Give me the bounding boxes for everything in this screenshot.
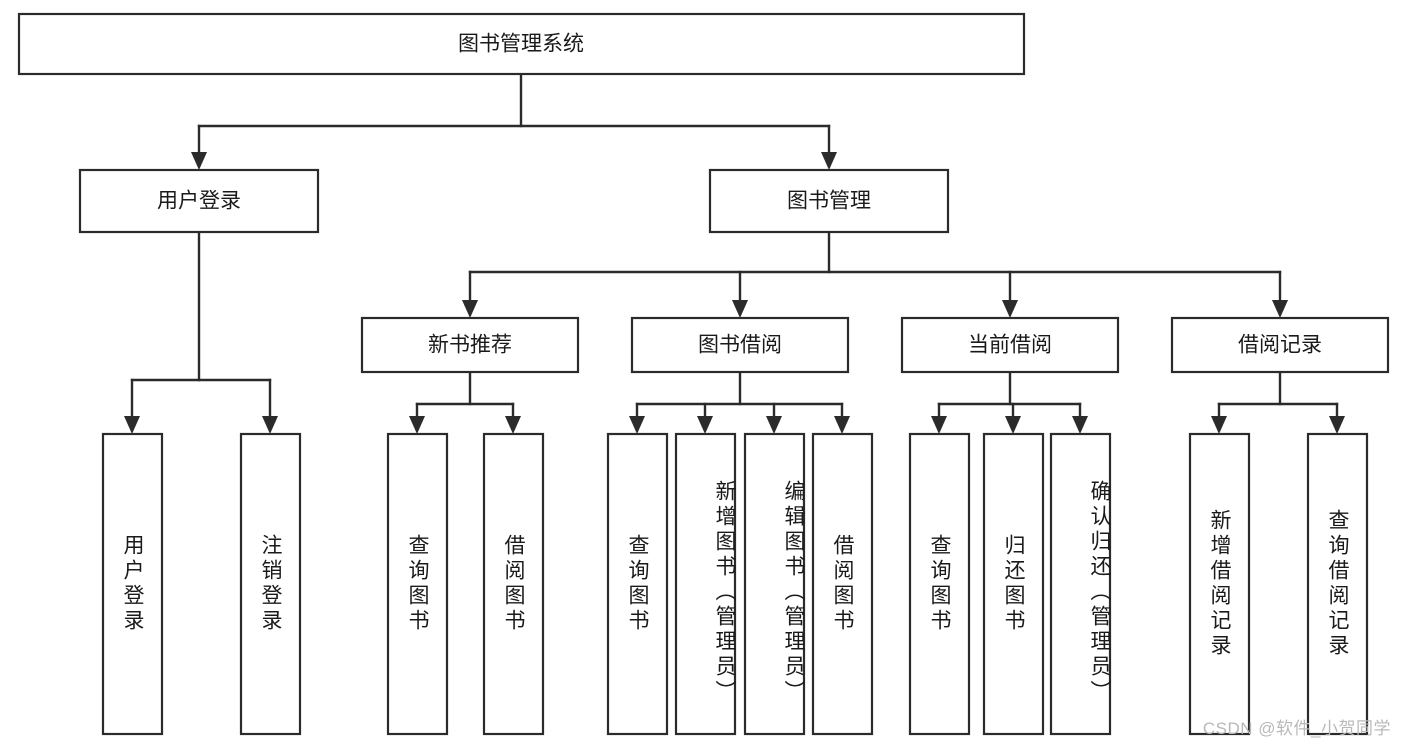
- arrow-head-borrow-records: [1272, 300, 1288, 318]
- leaf-box-group: [101, 432, 1369, 736]
- node-leaf-query-book-borrow-box[interactable]: [606, 432, 669, 736]
- node-book-management-label: 图书管理: [787, 190, 871, 213]
- node-new-book-recommend[interactable]: 新书推荐: [360, 316, 580, 374]
- node-leaf-user-logout-box[interactable]: [239, 432, 302, 736]
- node-leaf-borrow-book-box[interactable]: [811, 432, 874, 736]
- node-book-borrow-box[interactable]: [630, 316, 850, 374]
- arrow-head-new-book-recommend: [462, 300, 478, 318]
- arrow-head-leaf-return-book: [1005, 416, 1021, 434]
- node-leaf-user-login-box[interactable]: [101, 432, 164, 736]
- node-leaf-borrow-book-rec-box[interactable]: [482, 432, 545, 736]
- node-leaf-return-book-box[interactable]: [982, 432, 1045, 736]
- arrow-head-leaf-user-logout: [262, 416, 278, 434]
- node-leaf-edit-book-admin-box[interactable]: [743, 432, 806, 736]
- node-borrow-records-label: 借阅记录: [1238, 334, 1322, 357]
- arrow-head-leaf-user-login: [124, 416, 140, 434]
- arrow-head-leaf-confirm-return: [1072, 416, 1088, 434]
- node-new-book-recommend-label: 新书推荐: [428, 334, 512, 357]
- node-leaf-add-record-box[interactable]: [1188, 432, 1251, 736]
- node-leaf-query-book-cur-box[interactable]: [908, 432, 971, 736]
- node-current-borrow-label: 当前借阅: [968, 334, 1052, 357]
- arrow-head-leaf-edit-book-admin: [766, 416, 782, 434]
- arrow-head-user-login: [191, 152, 207, 170]
- node-book-management[interactable]: 图书管理: [708, 168, 950, 234]
- arrow-head-leaf-query-book-cur: [931, 416, 947, 434]
- node-borrow-records-box[interactable]: [1170, 316, 1390, 374]
- node-current-borrow[interactable]: 当前借阅: [900, 316, 1120, 374]
- node-leaf-query-book-rec-box[interactable]: [386, 432, 449, 736]
- arrow-head-leaf-borrow-book-rec: [505, 416, 521, 434]
- node-current-borrow-box[interactable]: [900, 316, 1120, 374]
- node-root-label: 图书管理系统: [458, 33, 584, 56]
- node-book-borrow-label: 图书借阅: [698, 334, 782, 357]
- arrow-head-leaf-query-book-rec: [409, 416, 425, 434]
- node-user-login[interactable]: 用户登录: [78, 168, 320, 234]
- connector-group: [124, 72, 1345, 434]
- arrow-head-book-management: [821, 152, 837, 170]
- arrow-head-current-borrow: [1002, 300, 1018, 318]
- node-leaf-query-record-box[interactable]: [1306, 432, 1369, 736]
- arrow-head-leaf-query-record: [1329, 416, 1345, 434]
- node-borrow-records[interactable]: 借阅记录: [1170, 316, 1390, 374]
- arrow-head-leaf-borrow-book: [834, 416, 850, 434]
- node-leaf-confirm-return-box[interactable]: [1049, 432, 1112, 736]
- arrow-head-leaf-add-record: [1211, 416, 1227, 434]
- node-root[interactable]: 图书管理系统: [17, 12, 1026, 76]
- node-book-borrow[interactable]: 图书借阅: [630, 316, 850, 374]
- node-leaf-add-book-admin-box[interactable]: [674, 432, 737, 736]
- node-book-management-box[interactable]: [708, 168, 950, 234]
- watermark-text: CSDN @软件_小贺同学: [1202, 719, 1391, 738]
- node-new-book-recommend-box[interactable]: [360, 316, 580, 374]
- node-user-login-label: 用户登录: [157, 190, 241, 213]
- arrow-head-book-borrow: [732, 300, 748, 318]
- arrow-head-leaf-query-book-borrow: [629, 416, 645, 434]
- node-user-login-box[interactable]: [78, 168, 320, 234]
- node-root-box[interactable]: [17, 12, 1026, 76]
- arrow-head-leaf-add-book-admin: [697, 416, 713, 434]
